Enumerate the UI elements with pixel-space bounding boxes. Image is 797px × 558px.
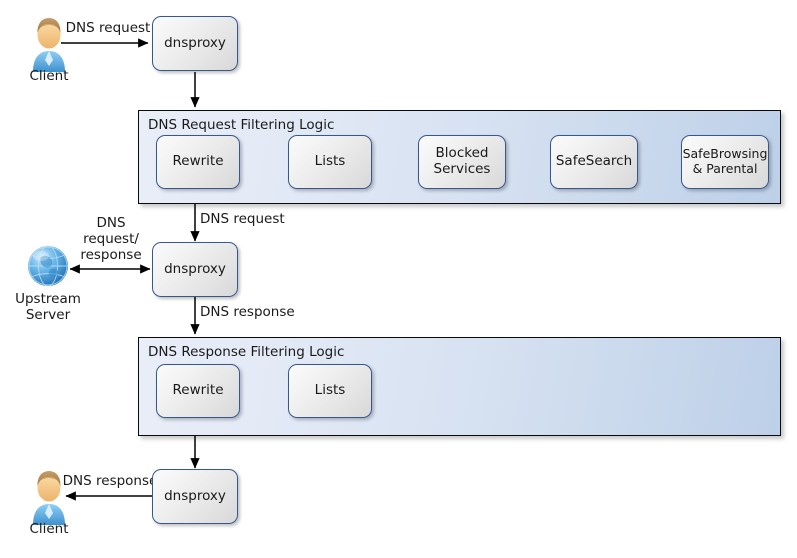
group-dns-request-filtering: DNS Request Filtering Logic Rewrite List… <box>138 110 781 204</box>
edge-label-dns-response-middle: DNS response <box>200 304 295 320</box>
edge-label-dns-request-middle: DNS request <box>200 211 285 227</box>
stage-safesearch[interactable]: SafeSearch <box>550 135 638 189</box>
stage-rewrite[interactable]: Rewrite <box>156 135 240 189</box>
globe-icon <box>28 245 68 287</box>
upstream-server-label: Upstream Server <box>15 291 81 323</box>
stage-safebrowsing-parental[interactable]: SafeBrowsing & Parental <box>681 135 769 189</box>
group-title-dns-response-filtering: DNS Response Filtering Logic <box>148 344 345 360</box>
node-dnsproxy-bottom[interactable]: dnsproxy <box>152 469 238 524</box>
group-dns-response-filtering: DNS Response Filtering Logic Rewrite Lis… <box>138 337 781 436</box>
edge-label-dns-response-bottom: DNS response <box>62 473 158 489</box>
node-dnsproxy-top[interactable]: dnsproxy <box>152 16 238 71</box>
stage-response-rewrite[interactable]: Rewrite <box>156 364 240 418</box>
node-dnsproxy-middle[interactable]: dnsproxy <box>152 242 238 297</box>
stage-blocked-services[interactable]: Blocked Services <box>418 135 506 189</box>
edge-label-dns-request-top: DNS request <box>65 20 151 36</box>
stage-response-lists[interactable]: Lists <box>288 364 372 418</box>
group-title-dns-request-filtering: DNS Request Filtering Logic <box>148 117 335 133</box>
stage-lists[interactable]: Lists <box>288 135 372 189</box>
edge-label-dns-request-response: DNS request/ response <box>80 215 142 263</box>
client-top-label: Client <box>29 68 69 84</box>
person-icon <box>33 471 65 525</box>
person-icon <box>33 18 65 72</box>
client-bottom-label: Client <box>29 521 69 537</box>
